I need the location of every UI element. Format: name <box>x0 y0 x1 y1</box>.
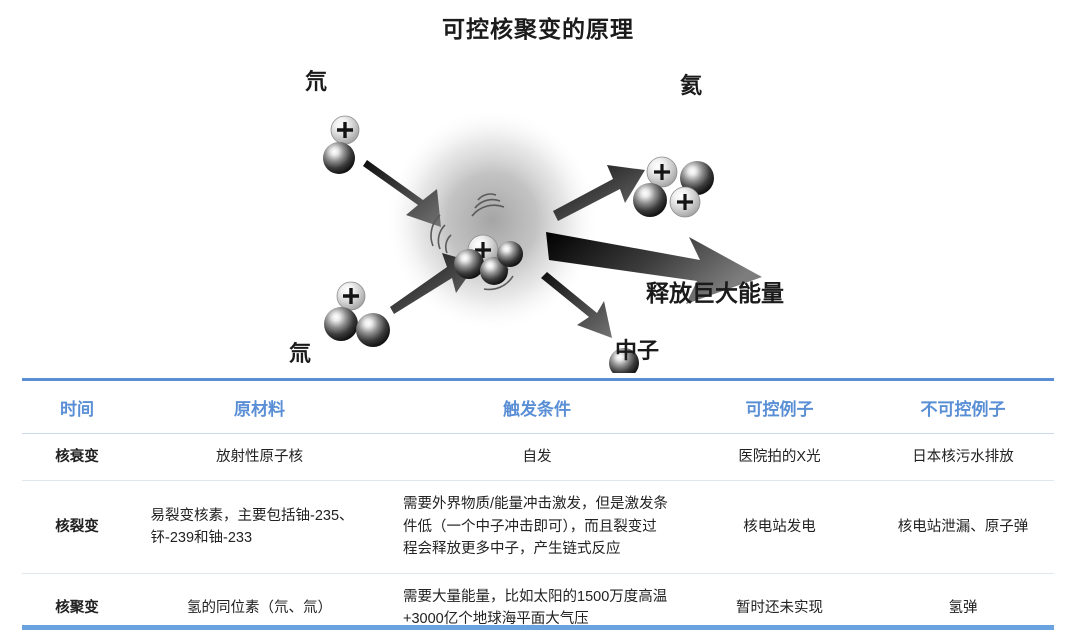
label-helium: 氦 <box>680 73 703 98</box>
comparison-table-wrapper: 时间 原材料 触发条件 可控例子 不可控例子 核衰变 放射性原子核 自发 医院拍… <box>22 378 1054 643</box>
cell-controlled: 医院拍的X光 <box>738 449 821 465</box>
radiation-waves-left <box>430 214 452 254</box>
cell-material: 易裂变核素，主要包括铀-235、钚-239和铀-233 <box>132 481 387 573</box>
cell-material: 放射性原子核 <box>216 449 303 465</box>
arrow-neutron-out <box>541 272 612 338</box>
cell-material: 氢的同位素（氘、氚） <box>187 600 332 617</box>
radiation-waves-upper <box>471 193 505 217</box>
deuterium-particle-group <box>323 115 360 174</box>
column-header-controlled: 可控例子 <box>745 400 814 419</box>
table-row: 核衰变 放射性原子核 自发 医院拍的X光 日本核污水排放 <box>22 434 1054 481</box>
cell-trigger-text: 需要外界物质/能量冲击激发，但是激发条件低（一个中子冲击即可），而且裂变过程会释… <box>403 496 669 558</box>
row-label-fusion: 核聚变 <box>55 600 99 617</box>
arrow-helium-out <box>553 165 645 221</box>
column-header-material: 原材料 <box>234 400 285 419</box>
helium-particle-group <box>633 156 714 218</box>
table-row: 核裂变 易裂变核素，主要包括铀-235、钚-239和铀-233 需要外界物质/能… <box>22 481 1054 574</box>
cell-trigger: 需要外界物质/能量冲击激发，但是激发条件低（一个中子冲击即可），而且裂变过程会释… <box>387 481 687 573</box>
cell-uncontrolled: 日本核污水排放 <box>912 449 1014 465</box>
table-body: 核衰变 放射性原子核 自发 医院拍的X光 日本核污水排放 核裂变 易裂变核素，主… <box>22 434 1054 643</box>
neutron-particle <box>609 348 639 373</box>
label-energy-release: 释放巨大能量 <box>646 280 784 306</box>
fusion-diagram: 氘 氚 氦 中子 释放巨大能量 <box>0 48 1076 373</box>
fusing-nucleus <box>430 193 523 291</box>
cell-trigger: 自发 <box>522 449 552 465</box>
column-header-uncontrolled: 不可控例子 <box>920 400 1006 419</box>
tritium-particle-group <box>324 281 390 347</box>
cell-material-text: 易裂变核素，主要包括铀-235、钚-239和铀-233 <box>150 507 354 547</box>
table-row: 核聚变 氢的同位素（氘、氚） 需要大量能量，比如太阳的1500万度高温+3000… <box>22 573 1054 642</box>
label-neutron: 中子 <box>615 338 660 363</box>
arrow-energy-out <box>546 232 762 304</box>
table-bottom-rule <box>22 625 1054 630</box>
fusion-diagram-svg <box>323 108 762 373</box>
column-header-trigger: 触发条件 <box>503 400 571 419</box>
page-title: 可控核聚变的原理 <box>442 16 634 42</box>
table-header: 时间 原材料 触发条件 可控例子 不可控例子 <box>22 379 1054 434</box>
row-label-decay: 核衰变 <box>55 449 99 465</box>
cell-controlled: 核电站发电 <box>743 518 816 535</box>
cell-controlled: 暂时还未实现 <box>736 600 823 617</box>
label-tritium: 氚 <box>289 341 312 366</box>
arrow-deuterium-in <box>363 160 441 227</box>
row-label-fission: 核裂变 <box>55 518 99 535</box>
cell-trigger: 需要大量能量，比如太阳的1500万度高温+3000亿个地球海平面大气压 <box>387 573 687 642</box>
cell-uncontrolled: 氢弹 <box>948 600 978 617</box>
column-header-time: 时间 <box>60 400 94 419</box>
comparison-table: 时间 原材料 触发条件 可控例子 不可控例子 核衰变 放射性原子核 自发 医院拍… <box>22 378 1054 643</box>
table-header-row: 时间 原材料 触发条件 可控例子 不可控例子 <box>22 379 1054 434</box>
label-deuterium: 氘 <box>305 69 328 94</box>
cell-trigger-text: 需要大量能量，比如太阳的1500万度高温+3000亿个地球海平面大气压 <box>403 588 668 628</box>
cell-uncontrolled: 核电站泄漏、原子弹 <box>897 518 1029 535</box>
